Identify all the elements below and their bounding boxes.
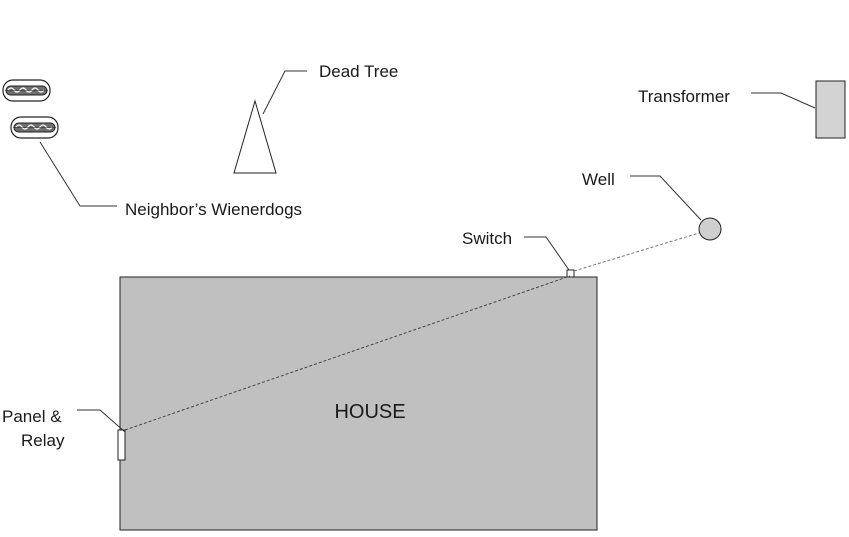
well-icon <box>698 217 722 241</box>
panel-label-line2: Relay <box>21 431 65 450</box>
switch-leader-line <box>524 236 570 271</box>
dead-tree-icon <box>233 99 277 174</box>
transformer-icon <box>815 80 846 139</box>
wire-panel-to-switch <box>124 275 571 431</box>
house-rect <box>119 276 598 531</box>
house-label: HOUSE <box>334 401 405 423</box>
well-label: Well <box>582 170 615 189</box>
dead-tree-label: Dead Tree <box>319 62 398 81</box>
dead-tree-leader-line <box>262 70 307 115</box>
switch-box <box>566 269 575 278</box>
hotdog-icon <box>2 79 51 102</box>
transformer-leader-line <box>751 92 816 109</box>
wire-switch-to-well <box>573 232 700 272</box>
well-leader-line <box>630 175 702 221</box>
wienerdogs-label: Neighbor’s Wienerdogs <box>125 200 302 219</box>
wienerdogs-leader-line <box>39 141 117 207</box>
hotdog-icon <box>10 116 59 139</box>
panel-label-line1: Panel & <box>2 407 62 426</box>
transformer-label: Transformer <box>638 87 730 106</box>
switch-label: Switch <box>462 229 512 248</box>
panel-leader-line <box>77 409 126 433</box>
panel-relay-box <box>117 429 126 461</box>
